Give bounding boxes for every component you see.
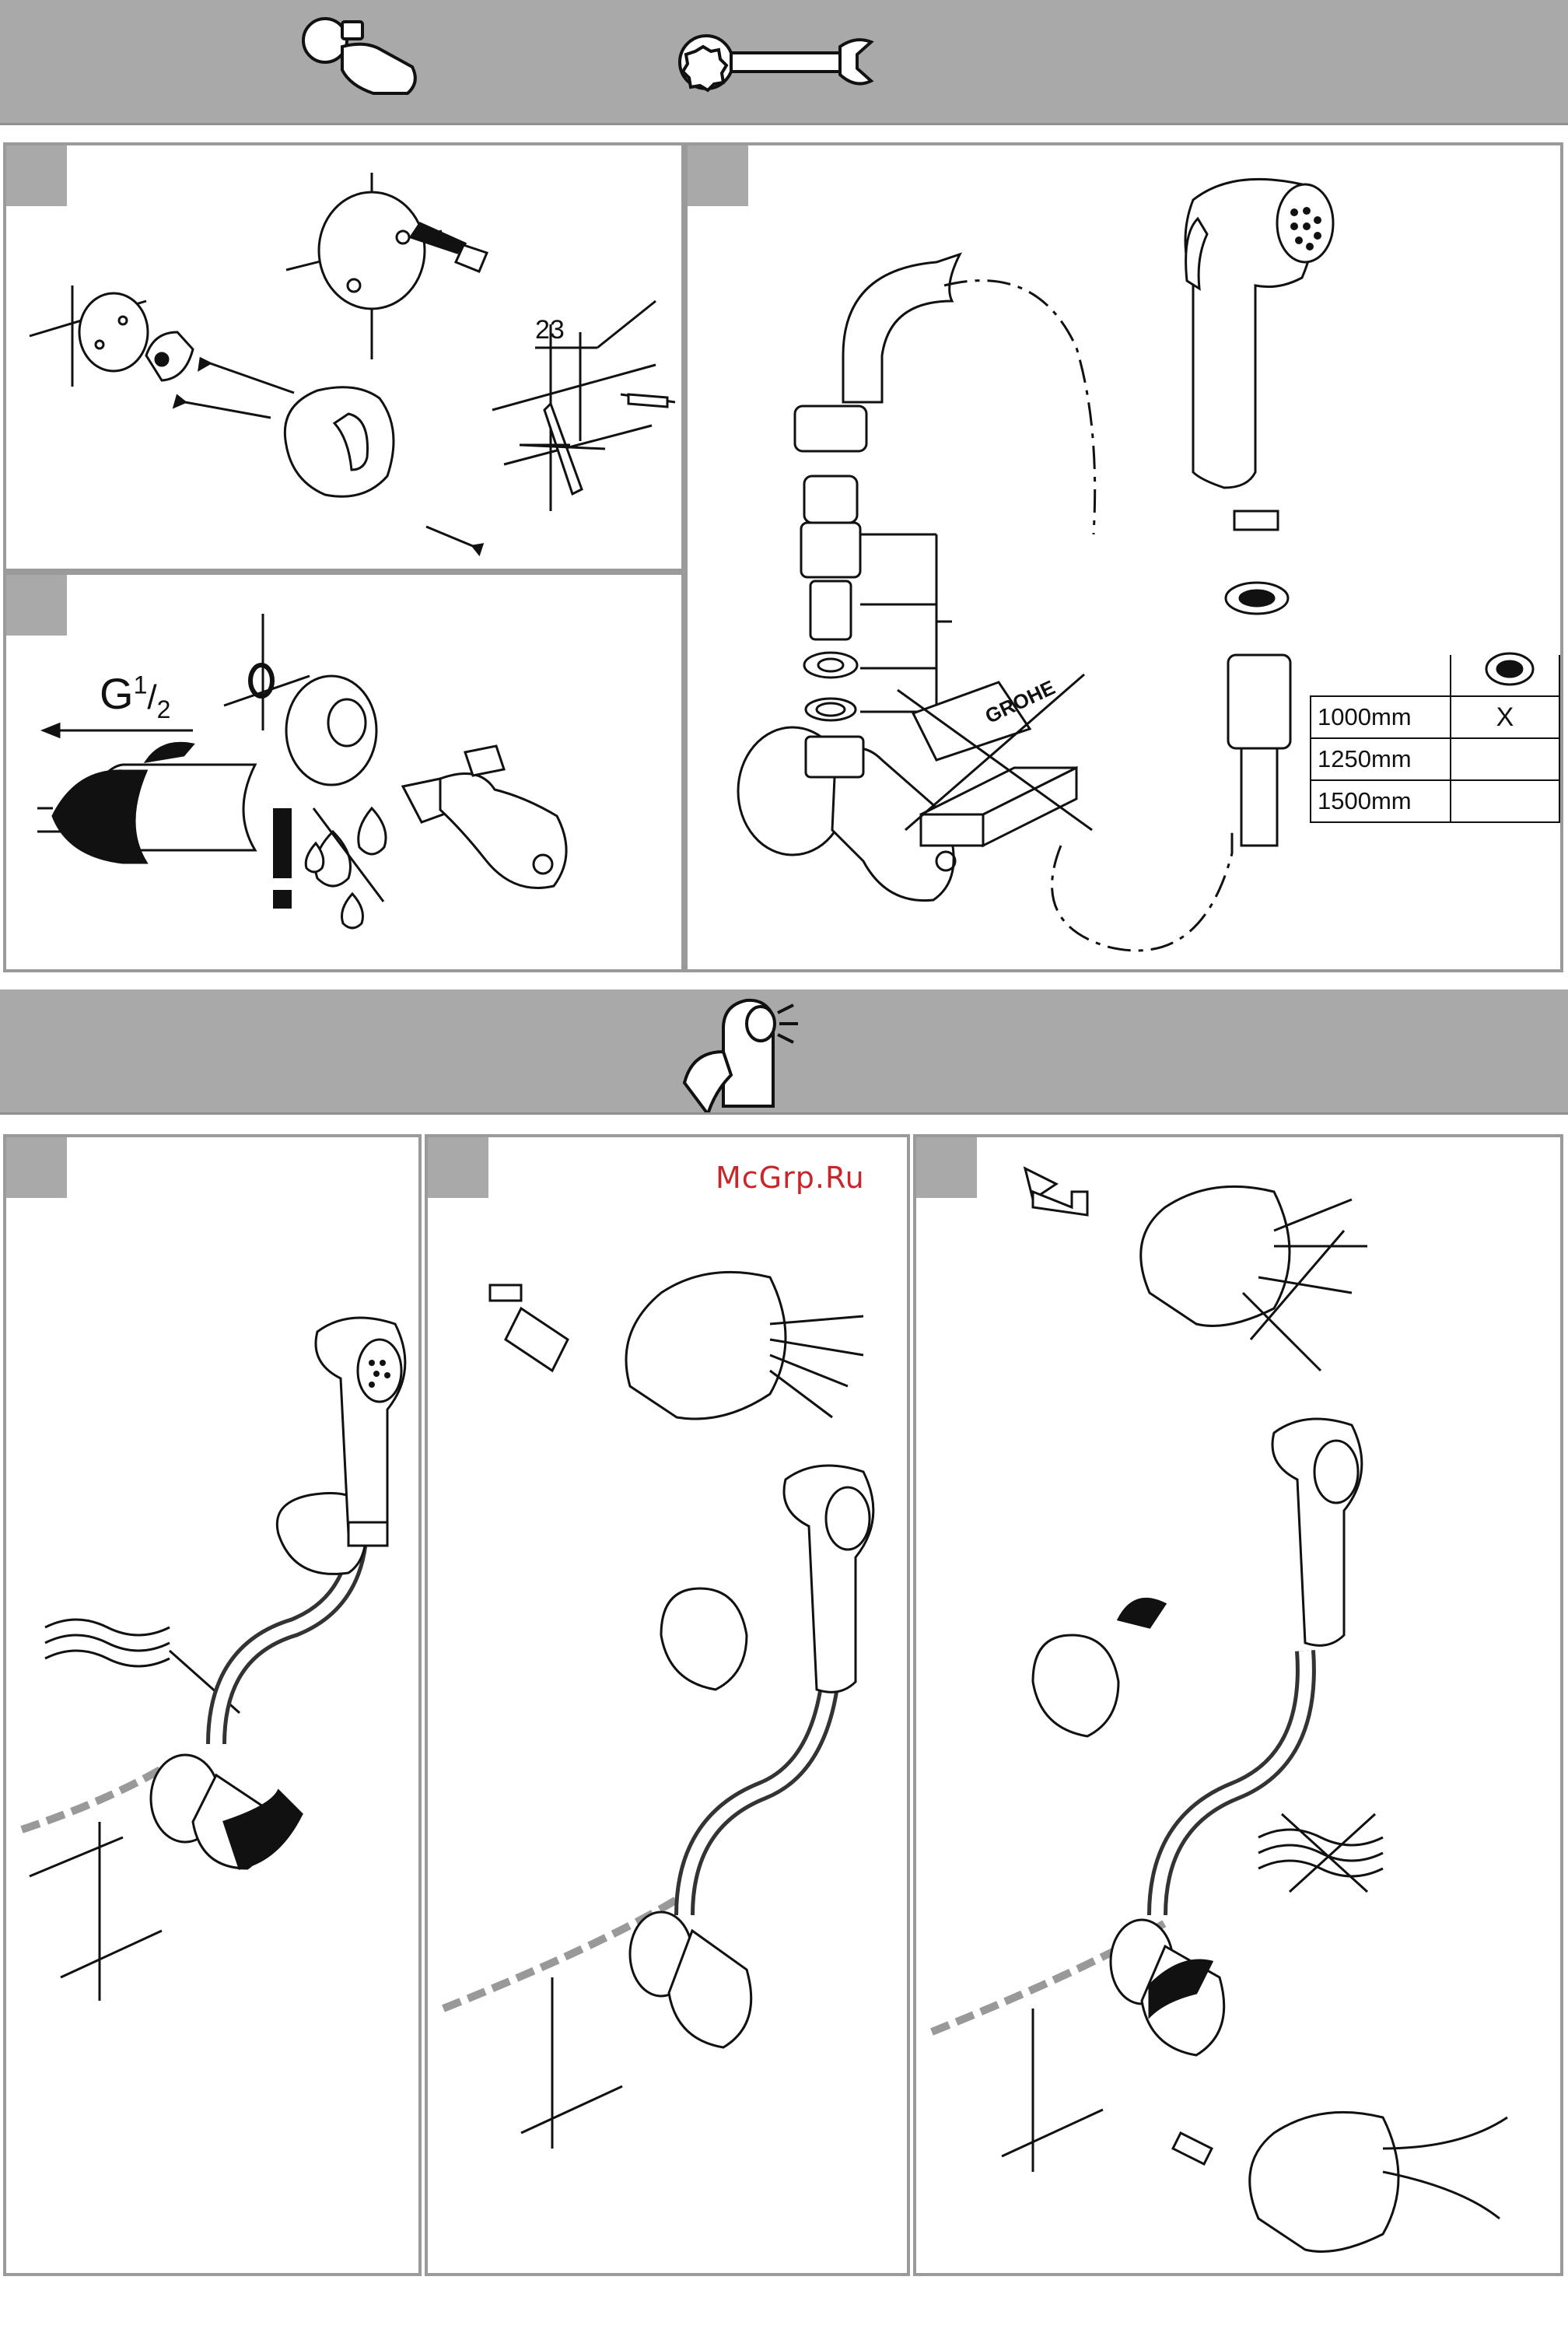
table-row: 1000mm X [1311, 696, 1559, 738]
angle-valve-icon [303, 19, 415, 93]
wrench-icon [680, 36, 871, 90]
step-b-illustration [428, 1137, 910, 2276]
step1-wall-mount-panel: 23 [3, 142, 684, 572]
warning-icon [273, 808, 292, 909]
step1-illustration [6, 145, 684, 572]
step2-thread-seal-panel: G1/2 [3, 572, 684, 972]
hand-spray-icon [0, 989, 1568, 1112]
step3-illustration [688, 145, 1563, 972]
operation-step-b-panel: McGrp.Ru [425, 1134, 910, 2276]
installation-header-band [0, 0, 1568, 125]
table-row: 1500mm [1311, 780, 1559, 822]
step-c-illustration [916, 1137, 1563, 2276]
header-icons [0, 0, 1568, 123]
operation-step-c-panel [913, 1134, 1563, 2276]
operation-header-band [0, 989, 1568, 1115]
table-row: 1250mm [1311, 738, 1559, 780]
thread-size-label: G1/2 [100, 668, 170, 724]
drill-depth-label: 23 [535, 315, 565, 345]
hose-table-header [1311, 655, 1559, 696]
step3-hose-assembly-panel: GROHE 1000mm X 1250mm 1500mm [684, 142, 1563, 972]
step-a-illustration [6, 1137, 422, 2276]
watermark: McGrp.Ru [716, 1161, 865, 1195]
operation-step-a-panel [3, 1134, 422, 2276]
step2-illustration [6, 575, 684, 972]
washer-column-icon [1451, 655, 1559, 696]
hose-length-table: 1000mm X 1250mm 1500mm [1310, 655, 1560, 823]
